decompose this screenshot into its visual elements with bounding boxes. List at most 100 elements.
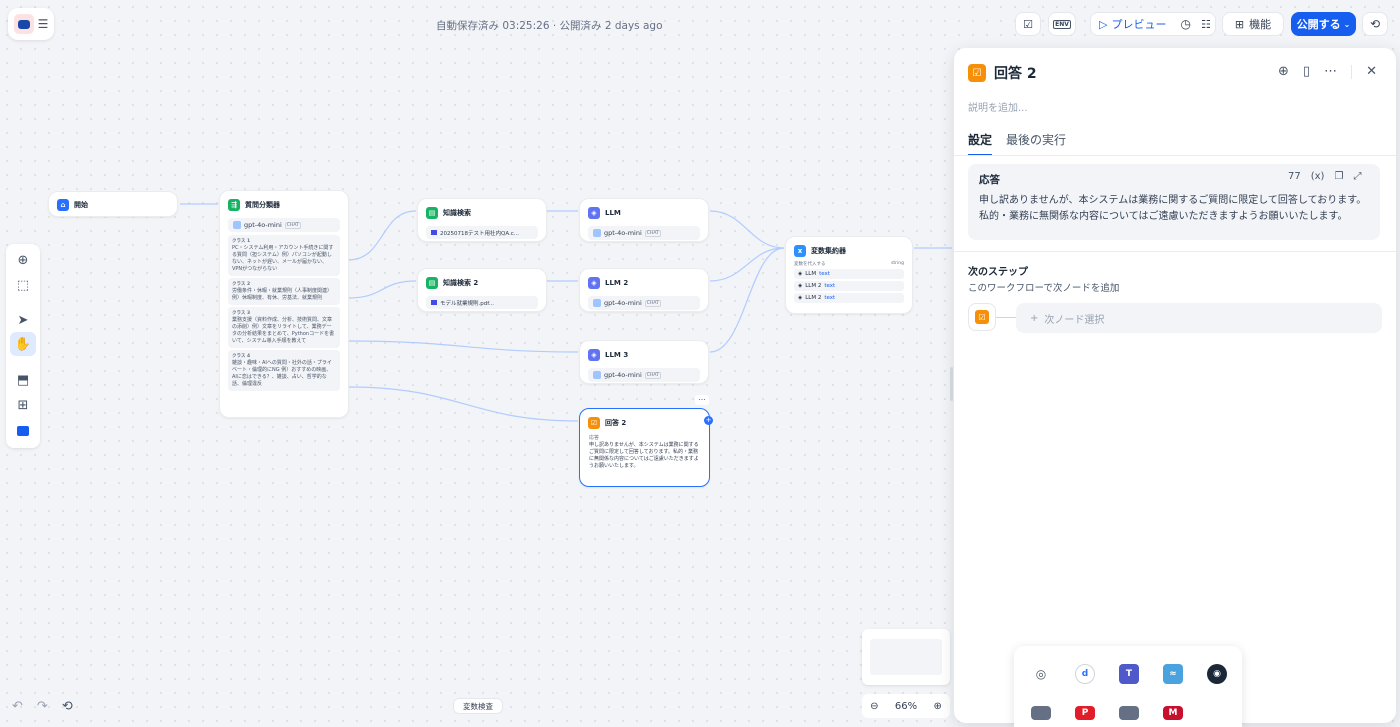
publish-button[interactable]: 公開する ⌄ — [1291, 12, 1356, 36]
copy-icon[interactable]: ❐ — [1334, 171, 1344, 182]
response-line-1: 申し訳ありませんが、本システムは業務に関するご質問に限定して回答しております。 — [979, 195, 1367, 206]
crosshair-icon[interactable]: ⊕ — [1278, 64, 1289, 79]
next-node-select[interactable]: + 次ノード選択 — [1016, 303, 1382, 333]
knowledge-retrieval-node[interactable]: ▤ 知識検索 20250718テスト用社内QA.c... — [417, 198, 547, 242]
add-next-node-handle[interactable]: + — [704, 416, 713, 425]
organize-nodes-icon[interactable]: ⊞ — [17, 397, 29, 413]
preview-group: ▷ プレビュー ◷ ☷ — [1090, 12, 1216, 36]
history-icon[interactable]: ⟲ — [61, 698, 73, 714]
close-icon[interactable]: ✕ — [1366, 64, 1377, 79]
preview-button[interactable]: ▷ プレビュー — [1091, 16, 1174, 32]
knowledge-retrieval-node-2[interactable]: ▤ 知識検索 2 モデル就業規則.pdf... — [417, 268, 547, 312]
mcafee-icon[interactable]: M — [1163, 706, 1183, 720]
menu-icon[interactable]: ☰ — [37, 17, 49, 31]
llm-node[interactable]: ◈ LLM gpt-4o-mini CHAT — [579, 198, 709, 242]
node-more-button[interactable]: … — [695, 395, 709, 405]
book-icon: ▤ — [426, 207, 438, 219]
features-button[interactable]: ⊞ 機能 — [1222, 12, 1284, 36]
class-text: PC・システム利用・アカウント手続きに関する質問（担システム）例）パソコンが起動… — [232, 245, 334, 272]
panel-resize-handle[interactable] — [950, 367, 953, 401]
preview-label: プレビュー — [1111, 18, 1167, 31]
model-name: gpt-4o-mini — [604, 299, 642, 307]
play-icon: ▷ — [1099, 17, 1108, 31]
env-label: ENV — [1053, 19, 1071, 29]
var-node: LLM 2 — [805, 283, 822, 289]
expand-icon[interactable]: ⤢ — [1353, 171, 1362, 182]
cloud-app-icon[interactable]: ≈ — [1163, 664, 1183, 684]
panel-title[interactable]: 回答 2 — [994, 66, 1037, 82]
answer-label: 応答 — [589, 435, 600, 441]
zoom-in-icon[interactable]: ⊕ — [933, 700, 942, 712]
answer-icon: ☑ — [968, 64, 986, 82]
add-node-icon[interactable]: ⊕ — [17, 252, 29, 268]
kb2-title: 知識検索 2 — [443, 279, 479, 287]
edge-llm3-agg — [709, 247, 785, 353]
home-icon: ⌂ — [57, 199, 69, 211]
edge-class4-answer2 — [347, 386, 579, 422]
history-icon: ⟲ — [1369, 17, 1381, 31]
model-selector[interactable]: gpt-4o-mini CHAT — [228, 218, 340, 232]
acrobat-icon[interactable]: P — [1075, 706, 1095, 720]
zoom-level[interactable]: 66% — [894, 700, 918, 712]
env-button[interactable]: ENV — [1048, 12, 1076, 36]
answer-icon: ☑ — [975, 310, 989, 324]
insert-variable-button[interactable]: (x) — [1310, 171, 1325, 182]
dify-icon[interactable]: d — [1075, 664, 1095, 684]
start-title: 開始 — [74, 201, 88, 209]
tab-last-run[interactable]: 最後の実行 — [1006, 133, 1067, 147]
model-selector[interactable]: gpt-4o-mini CHAT — [588, 226, 700, 240]
llm-icon: ◈ — [588, 277, 600, 289]
minimap[interactable] — [862, 629, 950, 685]
edges — [180, 203, 952, 422]
export-image-icon[interactable]: ⬒ — [16, 372, 30, 388]
checklist-button[interactable]: ☑ — [1015, 12, 1041, 36]
add-note-icon[interactable]: ⬚ — [16, 277, 30, 293]
redo-icon[interactable]: ↷ — [36, 698, 48, 714]
openai-icon — [593, 299, 601, 307]
model-selector[interactable]: gpt-4o-mini CHAT — [588, 296, 700, 310]
run-history-icon[interactable]: ◷ — [1180, 17, 1191, 31]
answer-node[interactable]: ☑ 回答 2 応答 申し訳ありませんが、本システムは業務に関するご質問に限定して… — [579, 408, 710, 487]
variable-inspect-button[interactable]: 変数検査 — [453, 698, 503, 714]
hand-icon[interactable]: ✋ — [10, 332, 36, 356]
class-text: 雑談・趣味・AIへの質問・社外の話・プライベート・倫理的にNG 例）おすすめの映… — [232, 360, 332, 387]
llm-node-2[interactable]: ◈ LLM 2 gpt-4o-mini CHAT — [579, 268, 709, 312]
var-node: LLM — [805, 271, 817, 277]
response-editor[interactable]: 応答 77 (x) ❐ ⤢ 申し訳ありませんが、本システムは業務に関するご質問に… — [968, 164, 1380, 240]
description-input[interactable]: 説明を追加... — [968, 103, 1028, 114]
app-logo[interactable]: ☰ — [8, 8, 54, 40]
discord-icon[interactable]: ◎ — [1035, 667, 1047, 681]
tray-app-icon[interactable] — [1031, 706, 1051, 720]
steam-icon[interactable]: ◉ — [1207, 664, 1227, 684]
kb-file-name: モデル就業規則.pdf... — [440, 300, 495, 307]
more-icon[interactable]: ⋯ — [1324, 64, 1338, 79]
start-node[interactable]: ⌂ 開始 — [48, 191, 178, 217]
llm-node-3[interactable]: ◈ LLM 3 gpt-4o-mini CHAT — [579, 340, 709, 384]
llm1-title: LLM — [605, 209, 621, 217]
openai-icon — [593, 229, 601, 237]
tab-settings[interactable]: 設定 — [968, 131, 993, 156]
undo-icon[interactable]: ↶ — [12, 698, 23, 714]
chat-bubble-icon[interactable] — [1119, 706, 1139, 720]
version-history-button[interactable]: ⟲ — [1362, 12, 1388, 36]
class-label: クラス 4 — [232, 354, 251, 359]
minimap-toggle-icon[interactable] — [10, 419, 36, 443]
teams-icon[interactable]: T — [1119, 664, 1139, 684]
pointer-icon[interactable]: ➤ — [17, 312, 29, 328]
model-name: gpt-4o-mini — [244, 221, 282, 229]
checklist-icon[interactable]: ☷ — [1200, 17, 1211, 31]
class-label: クラス 2 — [232, 282, 251, 287]
openai-icon — [233, 221, 241, 229]
model-selector[interactable]: gpt-4o-mini CHAT — [588, 368, 700, 382]
edge-class3-llm3 — [347, 340, 579, 353]
class-text: 労働条件・休暇・就業規則（人事制度関連）例）休暇制度、有休、労基法、就業規則 — [232, 288, 333, 301]
zoom-out-icon[interactable]: ⊖ — [870, 700, 879, 712]
book-open-icon[interactable]: ▯ — [1302, 64, 1311, 79]
